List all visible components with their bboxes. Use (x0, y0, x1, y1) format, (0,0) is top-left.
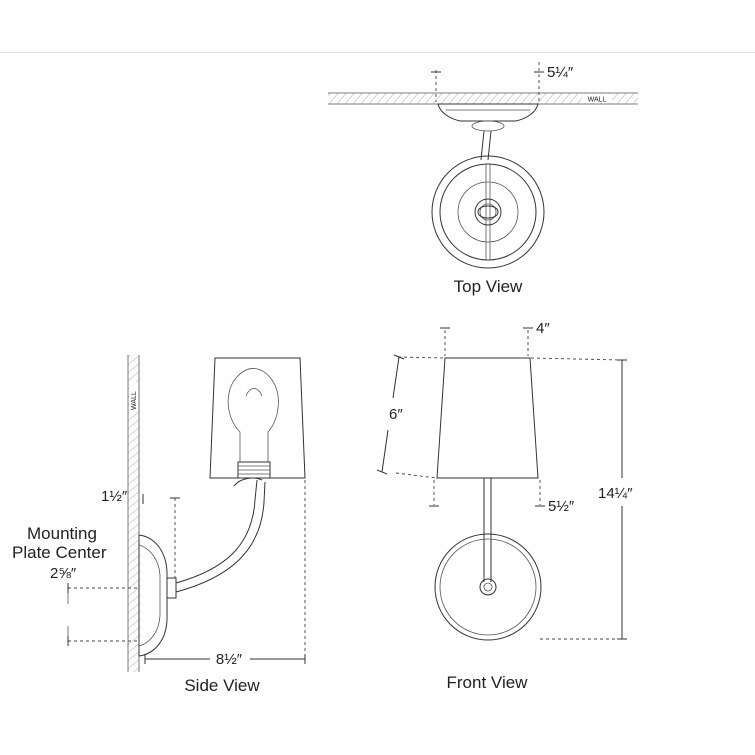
side-view-title: Side View (184, 676, 260, 695)
side-bulb (227, 368, 279, 479)
front-view-title: Front View (447, 673, 529, 692)
side-extension-dimension (144, 480, 306, 664)
side-extension-value: 8½″ (216, 651, 243, 668)
top-view-title: Top View (454, 277, 523, 296)
front-bottom-width-dimension (429, 480, 545, 507)
side-depth-value: 1½″ (101, 488, 128, 505)
mounting-height-dimension (67, 583, 140, 646)
top-extension-value: 5¼″ (547, 64, 574, 81)
top-extension-dimension (431, 62, 544, 102)
side-depth-dimension (142, 494, 180, 578)
front-overall-height-value: 14¼″ (598, 485, 633, 502)
side-arm-mount (166, 577, 177, 599)
front-view: 4″ 6″ 5½″ 14¼″ Front Vi (376, 320, 633, 692)
front-top-width-value: 4″ (536, 320, 550, 337)
top-view: WALL 5¼″ Top View (328, 62, 638, 296)
side-wall: WALL (127, 355, 140, 672)
front-shade-height-value: 6″ (389, 406, 403, 423)
top-backplate (437, 103, 539, 122)
top-arm (480, 130, 492, 161)
mounting-label-line1: Mounting (27, 524, 97, 543)
top-wall: WALL (328, 92, 638, 105)
front-shade-height-dimension (376, 354, 445, 479)
mounting-label-line2: Plate Center (12, 543, 107, 562)
front-top-width-dimension (440, 327, 533, 356)
header-divider (0, 52, 755, 53)
top-shade (431, 155, 545, 269)
side-arm (175, 479, 258, 584)
side-wall-label: WALL (131, 391, 138, 410)
side-backplate (138, 534, 168, 657)
front-backplate (434, 533, 542, 641)
top-mount-knob (471, 120, 505, 132)
side-shade (209, 357, 306, 479)
front-overall-height-dimension (530, 357, 627, 640)
side-view: WALL 8½″ (12, 355, 306, 695)
front-bottom-width-value: 5½″ (548, 498, 575, 515)
mounting-height-value: 2⅝″ (50, 565, 77, 582)
front-shade (436, 357, 539, 479)
top-wall-label: WALL (588, 97, 607, 104)
